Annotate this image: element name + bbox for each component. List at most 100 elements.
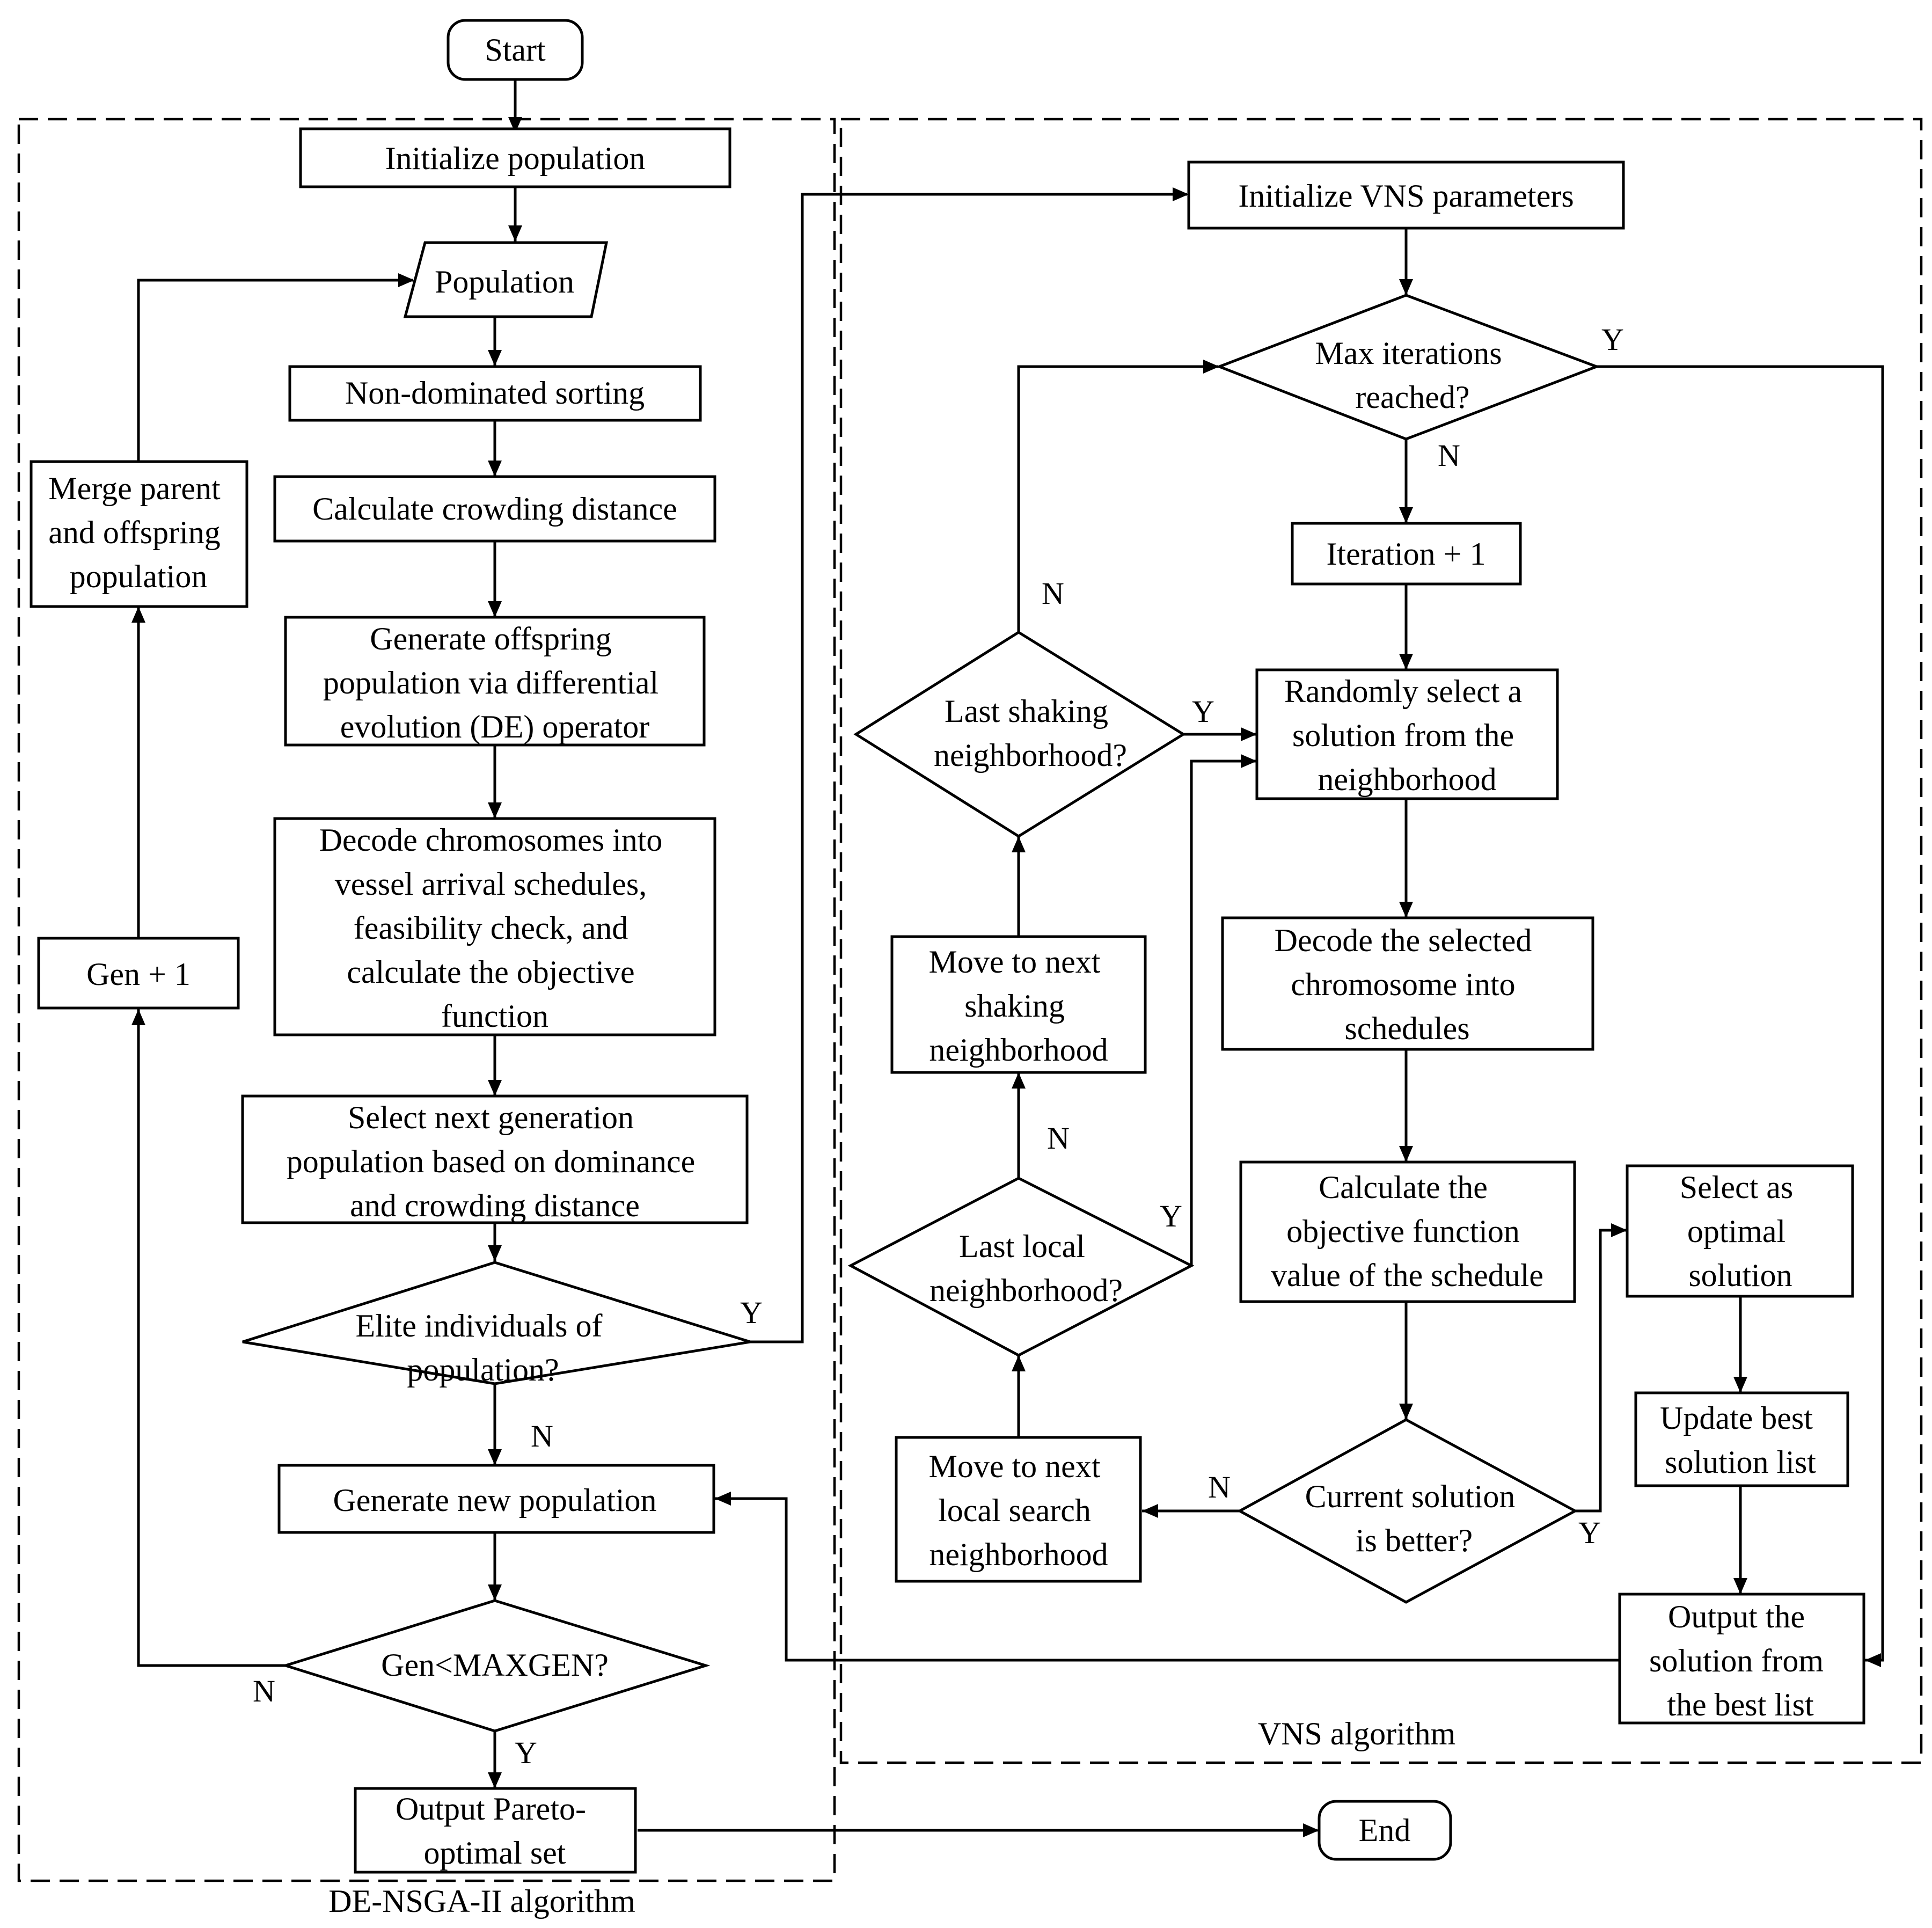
crowding-distance-box: Calculate crowding distance (273, 475, 716, 543)
gen-maxgen-label: Gen<MAXGEN? (381, 1647, 609, 1683)
move-shake-line-1: Move to next (929, 944, 1101, 980)
de-nsga-region-frame (17, 118, 836, 1882)
elite-line-2: population? (407, 1352, 559, 1387)
svg-text:Calculate the objective: Calculate the objective function value o… (1271, 1170, 1543, 1293)
svg-text:Select as optimal: Select as optimal solution (1680, 1170, 1802, 1293)
max-iter-line-2: reached? (1355, 379, 1469, 415)
move-shake-box: Move to next shaking neighborhood (890, 935, 1147, 1074)
random-select-line-3: neighborhood (1318, 762, 1496, 797)
svg-text:Generate offspring popul: Generate offspring population via differ… (323, 621, 667, 744)
random-select-box: Randomly select a solution from the neig… (1255, 668, 1559, 800)
decode-chromosomes-line-4: calculate the objective (347, 954, 634, 990)
svg-text:Move to next shaking: Move to next shaking neighborhood (929, 944, 1109, 1068)
update-best-line-1: Update best (1660, 1400, 1813, 1436)
last-shake-line-2: neighborhood? (934, 737, 1127, 773)
vns-region-label: VNS algorithm (1258, 1716, 1455, 1751)
decode-chromosomes-line-1: Decode chromosomes into (319, 822, 663, 858)
svg-text:Select next generation p: Select next generation population based … (287, 1100, 703, 1223)
decode-chromosomes-line-5: function (441, 998, 548, 1034)
select-next-generation-box: Select next generation population based … (241, 1094, 749, 1224)
last-local-yes-label: Y (1160, 1199, 1182, 1233)
svg-text:Update best solution lis: Update best solution list (1660, 1400, 1821, 1480)
select-optimal-line-2: optimal (1687, 1214, 1785, 1249)
last-local-decision: Last local neighborhood? (847, 1177, 1195, 1357)
svg-text:Output Pareto- optimal s: Output Pareto- optimal set (396, 1791, 594, 1871)
gen-check-no-label: N (253, 1674, 275, 1708)
crowding-distance-label: Calculate crowding distance (312, 491, 677, 527)
cur-better-line-1: Current solution (1305, 1479, 1516, 1514)
elite-line-1: Elite individuals of (356, 1308, 603, 1343)
decode-selected-box: Decode the selected chromosome into sche… (1221, 916, 1594, 1051)
output-best-line-1: Output the (1668, 1599, 1805, 1634)
move-local-line-3: neighborhood (929, 1537, 1108, 1572)
de-nsga-region-label: DE-NSGA-II algorithm (328, 1883, 635, 1919)
random-select-line-1: Randomly select a (1284, 674, 1522, 709)
random-select-line-2: solution from the (1292, 718, 1514, 753)
move-local-line-1: Move to next (929, 1449, 1101, 1484)
svg-text:Current solution is bett: Current solution is better? (1305, 1479, 1524, 1558)
calc-objective-line-1: Calculate the (1319, 1170, 1488, 1205)
svg-text:Last local neighborhood?: Last local neighborhood? (930, 1229, 1123, 1308)
svg-text:Decode chromosomes into: Decode chromosomes into vessel arrival s… (319, 822, 671, 1034)
merge-population-box: Merge parent and offspring population (30, 460, 248, 608)
gen-plus-one-label: Gen + 1 (86, 956, 191, 992)
iteration-plus-one-label: Iteration + 1 (1326, 536, 1485, 572)
svg-text:Move to next local searc: Move to next local search neighborhood (929, 1449, 1109, 1572)
output-best-line-2: solution from (1649, 1643, 1824, 1678)
last-shake-line-1: Last shaking (945, 693, 1108, 729)
start-terminal: Start (447, 19, 584, 81)
output-pareto-box: Output Pareto- optimal set (354, 1787, 637, 1874)
arrowheads (131, 117, 1881, 1837)
output-best-line-3: the best list (1667, 1687, 1814, 1722)
last-local-line-1: Last local (959, 1229, 1085, 1264)
generate-offspring-box: Generate offspring population via differ… (284, 616, 706, 747)
gen-check-yes-label: Y (515, 1735, 537, 1770)
decode-chromosomes-line-2: vessel arrival schedules, (335, 866, 647, 902)
update-best-box: Update best solution list (1634, 1391, 1849, 1487)
generate-offspring-line-1: Generate offspring (370, 621, 611, 656)
non-dominated-sorting-label: Non-dominated sorting (345, 375, 645, 411)
elite-no-label: N (531, 1419, 553, 1454)
max-iter-line-1: Max iterations (1315, 335, 1502, 371)
calc-objective-line-2: objective function (1286, 1214, 1520, 1249)
svg-text:Randomly select a soluti: Randomly select a solution from the neig… (1284, 674, 1530, 797)
output-best-box: Output the solution from the best list (1618, 1593, 1865, 1725)
edge-labels: Y N N Y Y N N Y N Y N Y (253, 322, 1624, 1770)
max-iter-no-label: N (1438, 438, 1460, 473)
cur-better-yes-label: Y (1578, 1515, 1601, 1550)
generate-new-population-box: Generate new population (277, 1464, 715, 1534)
elite-yes-label: Y (740, 1295, 763, 1330)
max-iterations-decision: Max iterations reached? (1216, 294, 1601, 441)
current-better-decision: Current solution is better? (1236, 1418, 1578, 1604)
gen-maxgen-decision: Gen<MAXGEN? (281, 1599, 711, 1733)
move-local-line-2: local search (938, 1493, 1091, 1528)
iteration-plus-one-box: Iteration + 1 (1291, 522, 1522, 586)
last-shake-yes-label: Y (1192, 694, 1214, 729)
elite-individuals-decision: Elite individuals of population? (242, 1261, 751, 1387)
decode-selected-line-1: Decode the selected (1275, 923, 1532, 958)
select-next-line-1: Select next generation (348, 1100, 634, 1135)
end-label: End (1359, 1813, 1411, 1848)
move-shake-line-2: shaking (964, 988, 1065, 1024)
select-next-line-3: and crowding distance (350, 1188, 640, 1223)
cur-better-line-2: is better? (1356, 1523, 1473, 1558)
svg-text:Last shaking neighborhoo: Last shaking neighborhood? (934, 693, 1127, 773)
merge-line-1: Merge parent (48, 471, 221, 506)
update-best-line-2: solution list (1665, 1444, 1816, 1480)
population-io: Population (403, 241, 609, 318)
svg-text:Decode the selected chro: Decode the selected chromosome into sche… (1275, 923, 1540, 1046)
calculate-objective-box: Calculate the objective function value o… (1239, 1160, 1576, 1303)
generate-new-population-label: Generate new population (333, 1482, 656, 1518)
output-pareto-line-2: optimal set (424, 1835, 566, 1871)
last-shake-no-label: N (1042, 576, 1064, 611)
select-next-line-2: population based on dominance (287, 1144, 695, 1179)
vns-region-frame (839, 118, 1923, 1764)
last-shake-decision: Last shaking neighborhood? (853, 631, 1186, 838)
start-label: Start (485, 32, 546, 68)
select-optimal-line-3: solution (1688, 1258, 1792, 1293)
select-optimal-box: Select as optimal solution (1626, 1164, 1854, 1298)
merge-line-3: population (70, 559, 208, 594)
generate-offspring-line-3: evolution (DE) operator (340, 709, 649, 744)
svg-text:Max iterations reached?: Max iterations reached? (1315, 335, 1510, 415)
